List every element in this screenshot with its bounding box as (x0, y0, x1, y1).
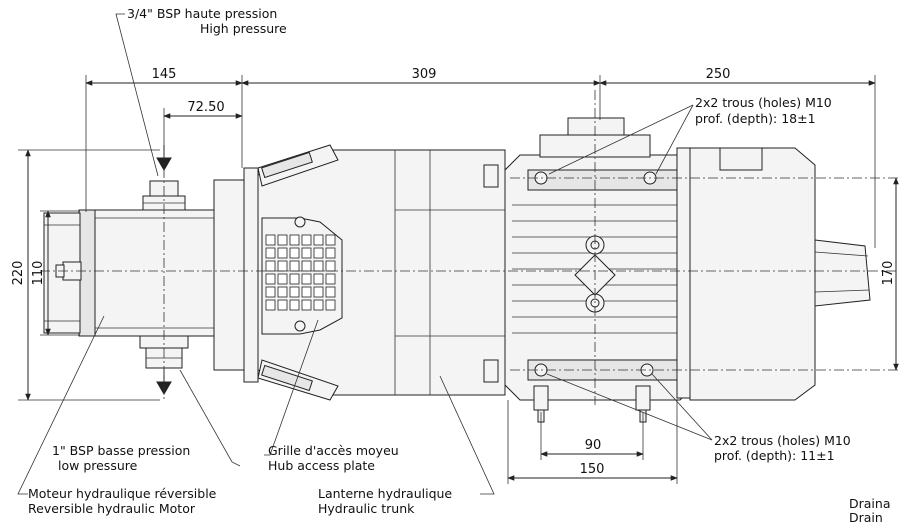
holes-bottom-label-en: prof. (depth): 11±1 (714, 448, 835, 463)
grid-cell (265, 299, 276, 311)
grid-cell (325, 299, 336, 311)
grid-cell (265, 273, 276, 285)
holes-top-label-en: prof. (depth): 18±1 (695, 111, 816, 126)
grid-cell (313, 260, 324, 272)
grid-cell (301, 299, 312, 311)
hub-access-label-fr: Grille d'accès moyeu (268, 443, 399, 458)
top-bracket (257, 144, 339, 187)
hub-access-plate (261, 216, 343, 335)
hub-access-label-en: Hub access plate (268, 458, 375, 473)
low-pressure-label-fr: 1" BSP basse pression (52, 443, 190, 458)
grid-cell (289, 234, 300, 246)
dim-145: 145 (152, 67, 177, 82)
grid-cell (313, 273, 324, 285)
dim-220: 220 (11, 261, 26, 286)
grid-cell (325, 247, 336, 259)
grid-cell (325, 273, 336, 285)
grid-cell (301, 286, 312, 298)
grid-cell (313, 286, 324, 298)
grid-cell (277, 260, 288, 272)
drain-label-fr: Draina (849, 496, 890, 511)
grid-cell (325, 286, 336, 298)
trunk-label-en: Hydraulic trunk (318, 501, 415, 516)
grid-cell (325, 260, 336, 272)
grid-cell (301, 234, 312, 246)
grid-cell (289, 260, 300, 272)
holes-bottom-label-fr: 2x2 trous (holes) M10 (714, 433, 851, 448)
dim-110: 110 (31, 261, 46, 286)
dim-170: 170 (881, 261, 896, 286)
grid-cell (277, 286, 288, 298)
grid-cell (301, 260, 312, 272)
grid-cell (325, 234, 336, 246)
grid-cell (289, 273, 300, 285)
grid-cell (277, 247, 288, 259)
grid-cell (313, 247, 324, 259)
grid-cell (289, 286, 300, 298)
grid-cell (277, 234, 288, 246)
grid-cell (277, 299, 288, 311)
machine-assembly (40, 90, 900, 423)
grid-cell (301, 247, 312, 259)
grid-cell (313, 234, 324, 246)
dim-250: 250 (706, 67, 731, 82)
drain-label-en: Drain (849, 510, 883, 525)
grid-cell (265, 247, 276, 259)
grid-cell (265, 286, 276, 298)
holes-top-label-fr: 2x2 trous (holes) M10 (695, 95, 832, 110)
grid-cell (313, 299, 324, 311)
grid-cell (289, 247, 300, 259)
low-pressure-label-en: low pressure (58, 458, 138, 473)
grid-cell (265, 260, 276, 272)
high-pressure-label-fr: 3/4" BSP haute pression (127, 6, 277, 21)
bottom-bracket (257, 359, 339, 401)
grid-cell (277, 273, 288, 285)
dim-90: 90 (585, 438, 602, 453)
trunk-label-fr: Lanterne hydraulique (318, 486, 452, 501)
annotations: 3/4" BSP haute pression High pressure 2x… (17, 6, 890, 525)
motor-label-fr: Moteur hydraulique réversible (28, 486, 217, 501)
access-grid (265, 234, 336, 311)
grid-cell (289, 299, 300, 311)
high-pressure-label-en: High pressure (200, 21, 287, 36)
grid-cell (301, 273, 312, 285)
grid-cell (265, 234, 276, 246)
dim-309: 309 (412, 67, 437, 82)
dim-150: 150 (580, 462, 605, 477)
hydraulic-trunk (257, 144, 506, 401)
output-flange (676, 147, 871, 401)
dimensions: 145 309 250 72.50 220 110 170 90 150 (11, 67, 899, 484)
dim-72-50: 72.50 (187, 100, 224, 115)
bearing-housing (504, 117, 691, 423)
motor-label-en: Reversible hydraulic Motor (28, 501, 196, 516)
